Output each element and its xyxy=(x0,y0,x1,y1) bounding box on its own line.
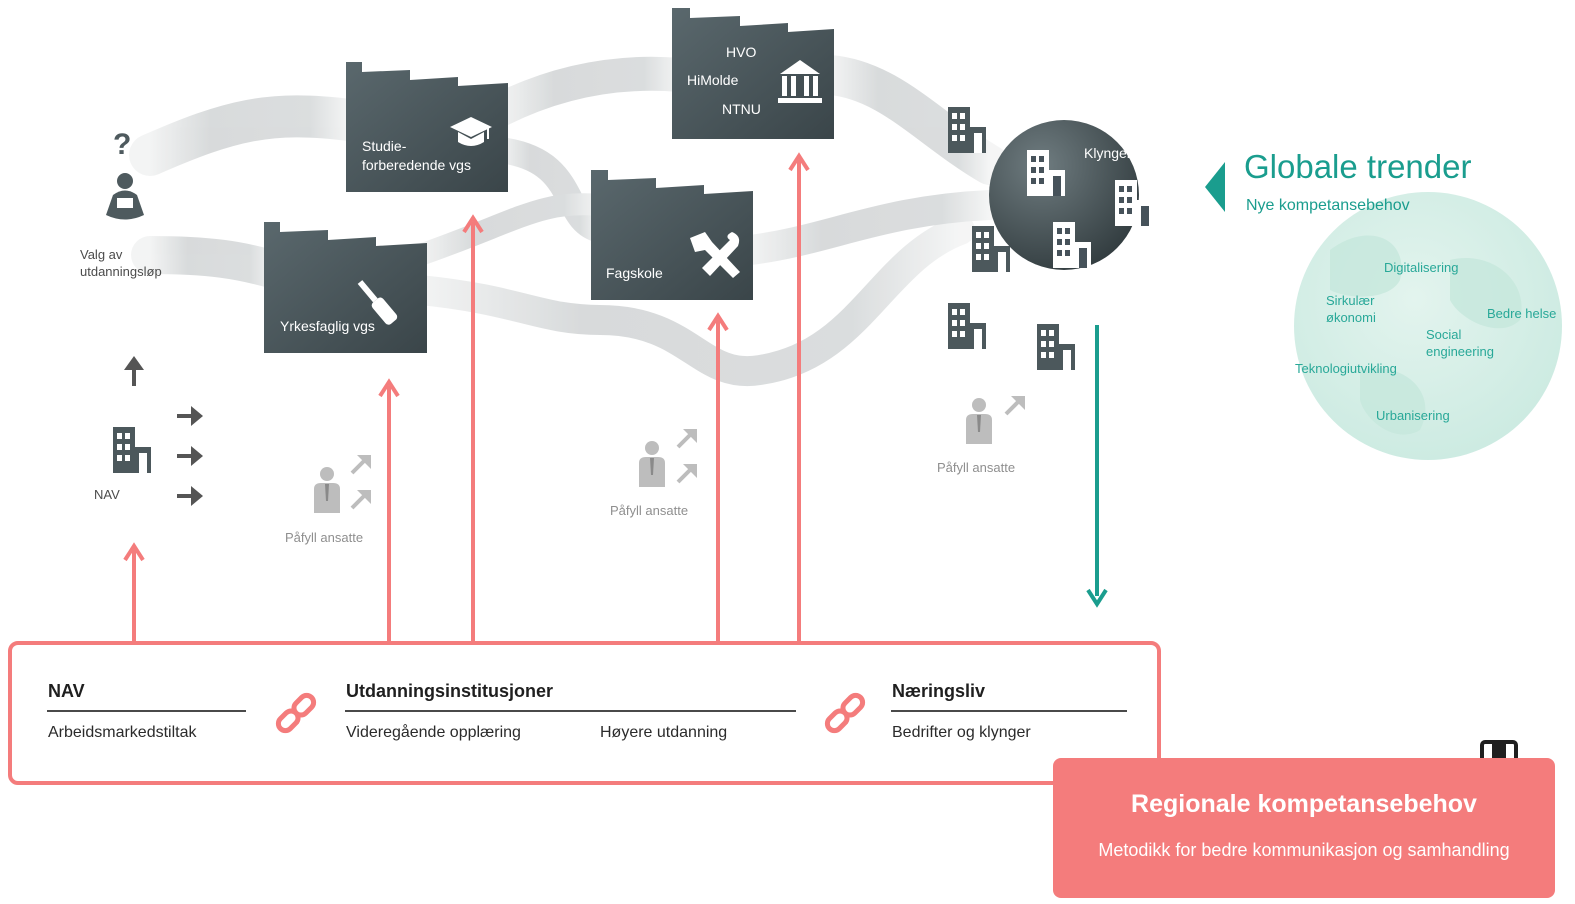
factory-fagskole-label: Fagskole xyxy=(606,265,663,281)
person-icon xyxy=(639,441,665,487)
stakeholder-panel xyxy=(8,641,1161,785)
regional-subtitle: Metodikk for bedre kommunikasjon og samh… xyxy=(1098,840,1510,860)
building-icon xyxy=(948,107,986,153)
arrow-right-icon xyxy=(175,484,205,508)
trend-social-engineering: Social engineering xyxy=(1426,327,1494,359)
tools-icon xyxy=(690,232,740,278)
building-icon xyxy=(113,427,151,473)
arrow-up-icon xyxy=(124,356,144,386)
refill-label-3: Påfyll ansatte xyxy=(937,460,1016,475)
panel-edu-rule xyxy=(345,710,796,712)
panel-nav-rule xyxy=(47,710,246,712)
refill-label-1: Påfyll ansatte xyxy=(285,530,364,545)
university-hvo: HVO xyxy=(726,44,757,60)
link-icon xyxy=(824,692,866,734)
graduation-cap-icon xyxy=(450,117,492,146)
flow-bands xyxy=(129,55,1010,387)
regional-title: Regionale kompetansebehov xyxy=(1131,790,1477,818)
global-title: Globale trender xyxy=(1244,148,1472,185)
building-icon xyxy=(1115,180,1153,226)
link-icon xyxy=(275,692,317,734)
arrow-up-right-icon xyxy=(1004,394,1027,416)
trend-teknologiutvikling: Teknologiutvikling xyxy=(1295,361,1397,376)
cluster-label: Klynger xyxy=(1084,145,1132,161)
arrow-left-icon xyxy=(1205,162,1225,212)
person-choice-icon xyxy=(106,173,144,220)
refill-label-2: Påfyll ansatte xyxy=(610,503,689,518)
red-arrows xyxy=(123,152,810,641)
university-himolde: HiMolde xyxy=(687,72,739,88)
teal-down-arrow xyxy=(1086,325,1108,608)
panel-edu-item-1: Videregående opplæring xyxy=(346,724,521,741)
regional-needs-box xyxy=(1053,758,1555,898)
factory-yrkesfaglig xyxy=(264,222,427,353)
arrow-up-right-icon xyxy=(676,462,699,484)
building-icon xyxy=(1037,324,1075,370)
arrow-right-icon xyxy=(175,444,205,468)
factory-fagskole xyxy=(591,170,753,300)
question-icon: ? xyxy=(113,128,132,161)
nav-label: NAV xyxy=(94,487,120,502)
panel-edu-title: Utdanningsinstitusjoner xyxy=(346,681,553,701)
globe-icon xyxy=(1294,192,1562,460)
panel-biz-title: Næringsliv xyxy=(892,681,986,701)
panel-biz-rule xyxy=(891,710,1127,712)
person-icon xyxy=(314,467,340,513)
arrow-up-right-icon xyxy=(350,453,373,475)
panel-biz-item: Bedrifter og klynger xyxy=(892,724,1031,741)
choice-label: Valg av utdanningsløp xyxy=(80,247,162,279)
panel-edu-item-2: Høyere utdanning xyxy=(600,724,728,741)
university-ntnu: NTNU xyxy=(722,101,761,117)
screwdriver-icon xyxy=(357,280,398,325)
cluster-circle xyxy=(989,120,1153,270)
arrow-up-right-icon xyxy=(350,488,373,510)
trend-sirkular: Sirkulær økonomi xyxy=(1326,293,1376,325)
trend-urbanisering: Urbanisering xyxy=(1376,408,1450,423)
person-icon xyxy=(966,398,992,444)
factory-studie xyxy=(346,62,508,192)
panel-nav-item: Arbeidsmarkedstiltak xyxy=(48,724,197,741)
institution-icon xyxy=(778,60,822,103)
panel-nav-title: NAV xyxy=(48,681,85,701)
arrow-right-icon xyxy=(175,404,205,428)
global-subtitle: Nye kompetansebehov xyxy=(1246,197,1410,214)
trend-digitalisering: Digitalisering xyxy=(1384,260,1459,275)
factory-studie-label: Studie- forberedende vgs xyxy=(362,138,471,173)
factory-yrkesfaglig-label: Yrkesfaglig vgs xyxy=(280,318,375,334)
building-icon xyxy=(948,303,986,349)
trend-bedre-helse: Bedre helse xyxy=(1487,306,1557,321)
arrow-up-right-icon xyxy=(676,427,699,449)
factory-university xyxy=(672,8,834,139)
